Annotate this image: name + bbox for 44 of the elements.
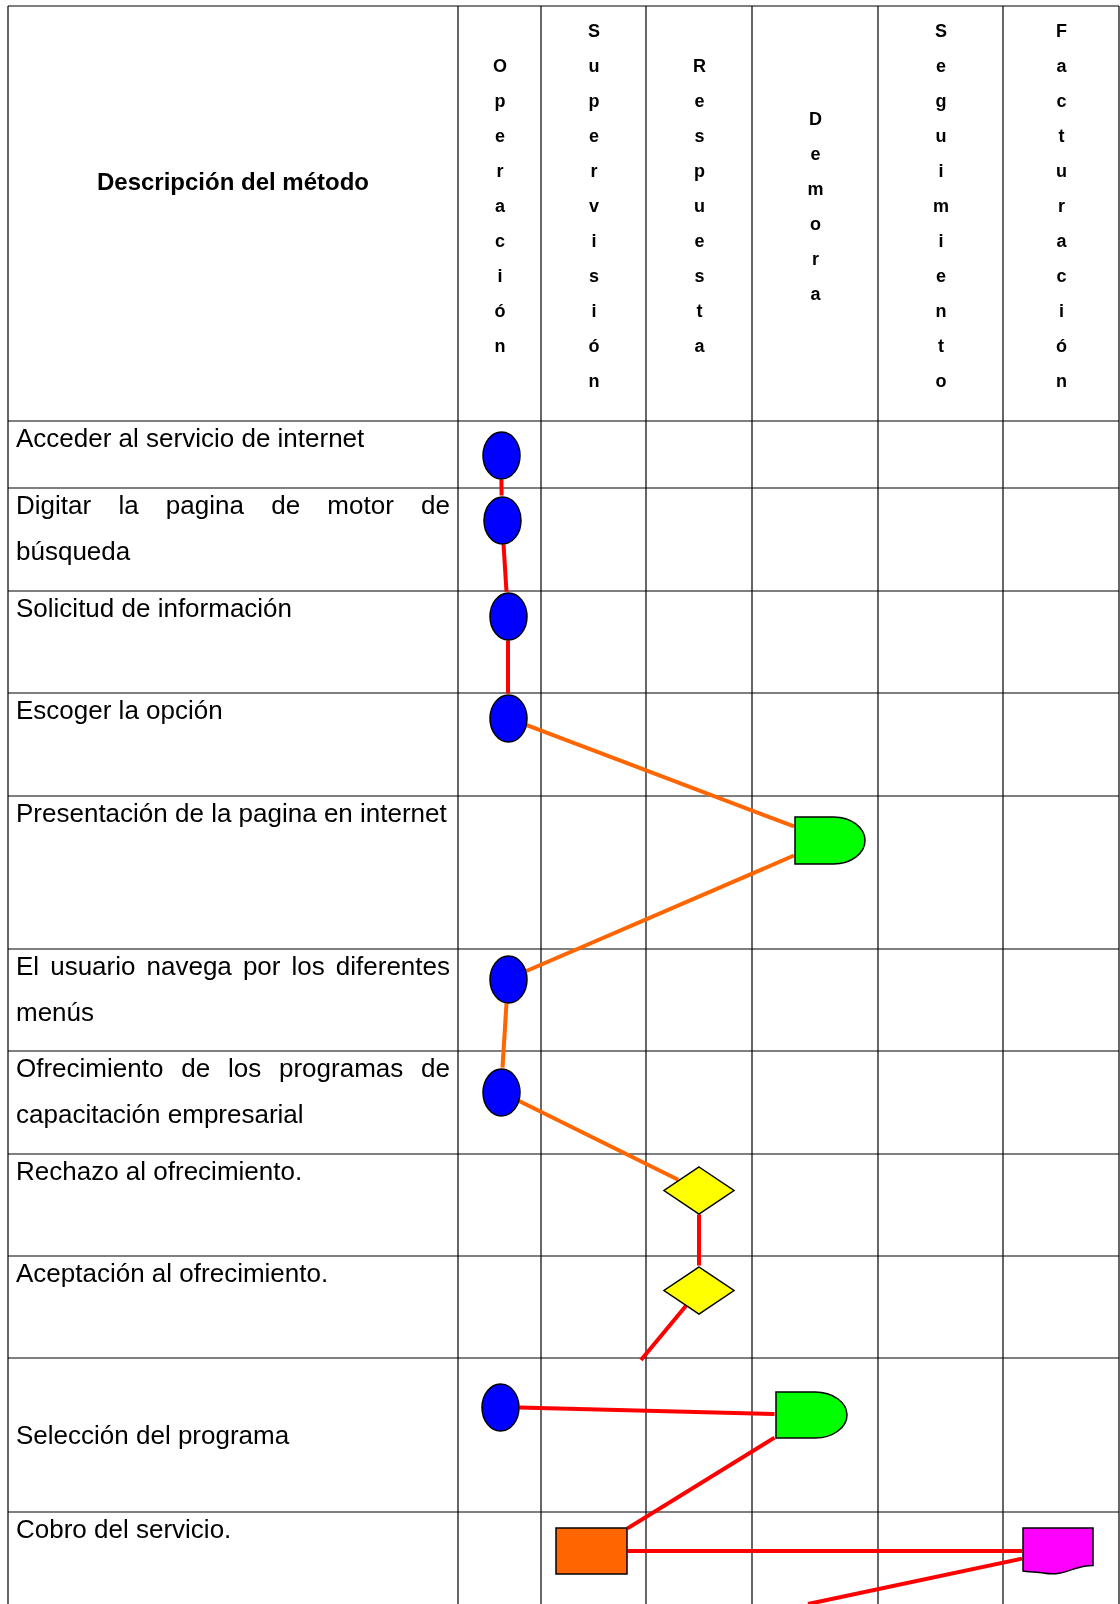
circle-symbol [488, 693, 528, 743]
connector-line [697, 1214, 701, 1266]
connector-line [519, 1405, 775, 1417]
connector-line [639, 1304, 688, 1362]
connector-line [501, 544, 509, 592]
step-description: Selección del programa [16, 1419, 291, 1452]
column-header: Demora [804, 108, 826, 319]
step-description: El usuario navega por los diferentes menús [16, 950, 450, 1029]
connector-line [627, 1549, 1022, 1553]
step-description: Solicitud de información [16, 592, 294, 625]
diamond-symbol [663, 1165, 735, 1215]
circle-symbol [488, 591, 528, 641]
step-description: Aceptación al ofrecimiento. [16, 1257, 330, 1290]
column-header: Supervisión [583, 21, 604, 406]
connector-line [518, 1099, 680, 1182]
delay-symbol [774, 1391, 848, 1439]
step-description: Digitar la pagina de motor de búsqueda [16, 489, 450, 568]
step-description: Rechazo al ofrecimiento. [16, 1155, 304, 1188]
connector-line [500, 1003, 509, 1068]
step-description: Escoger la opción [16, 694, 224, 727]
circle-symbol [488, 954, 528, 1004]
diamond-symbol [663, 1265, 735, 1315]
step-description: Cobro del servicio. [16, 1513, 233, 1546]
connector-line [506, 640, 510, 694]
circle-symbol [482, 495, 522, 545]
delay-symbol [794, 815, 866, 865]
connector-line [525, 853, 795, 973]
connector-line [526, 723, 795, 829]
circle-symbol [481, 430, 521, 480]
connector-line [499, 479, 504, 496]
square-symbol [554, 1527, 628, 1575]
connector-line [807, 1556, 1023, 1604]
column-header: Respuesta [688, 56, 710, 371]
circle-symbol [480, 1382, 520, 1432]
column-header: Facturación [1050, 21, 1072, 406]
document-symbol [1022, 1527, 1094, 1575]
connector-line [626, 1435, 776, 1531]
column-header: Seguimiento [930, 21, 951, 406]
column-header: Descripción del método [95, 168, 371, 196]
circle-symbol [481, 1067, 521, 1117]
column-header: Operación [489, 56, 510, 371]
step-description: Acceder al servicio de internet [16, 422, 366, 455]
step-description: Ofrecimiento de los programas de capacitación empresarial [16, 1052, 450, 1131]
step-description: Presentación de la pagina en internet [16, 797, 448, 830]
